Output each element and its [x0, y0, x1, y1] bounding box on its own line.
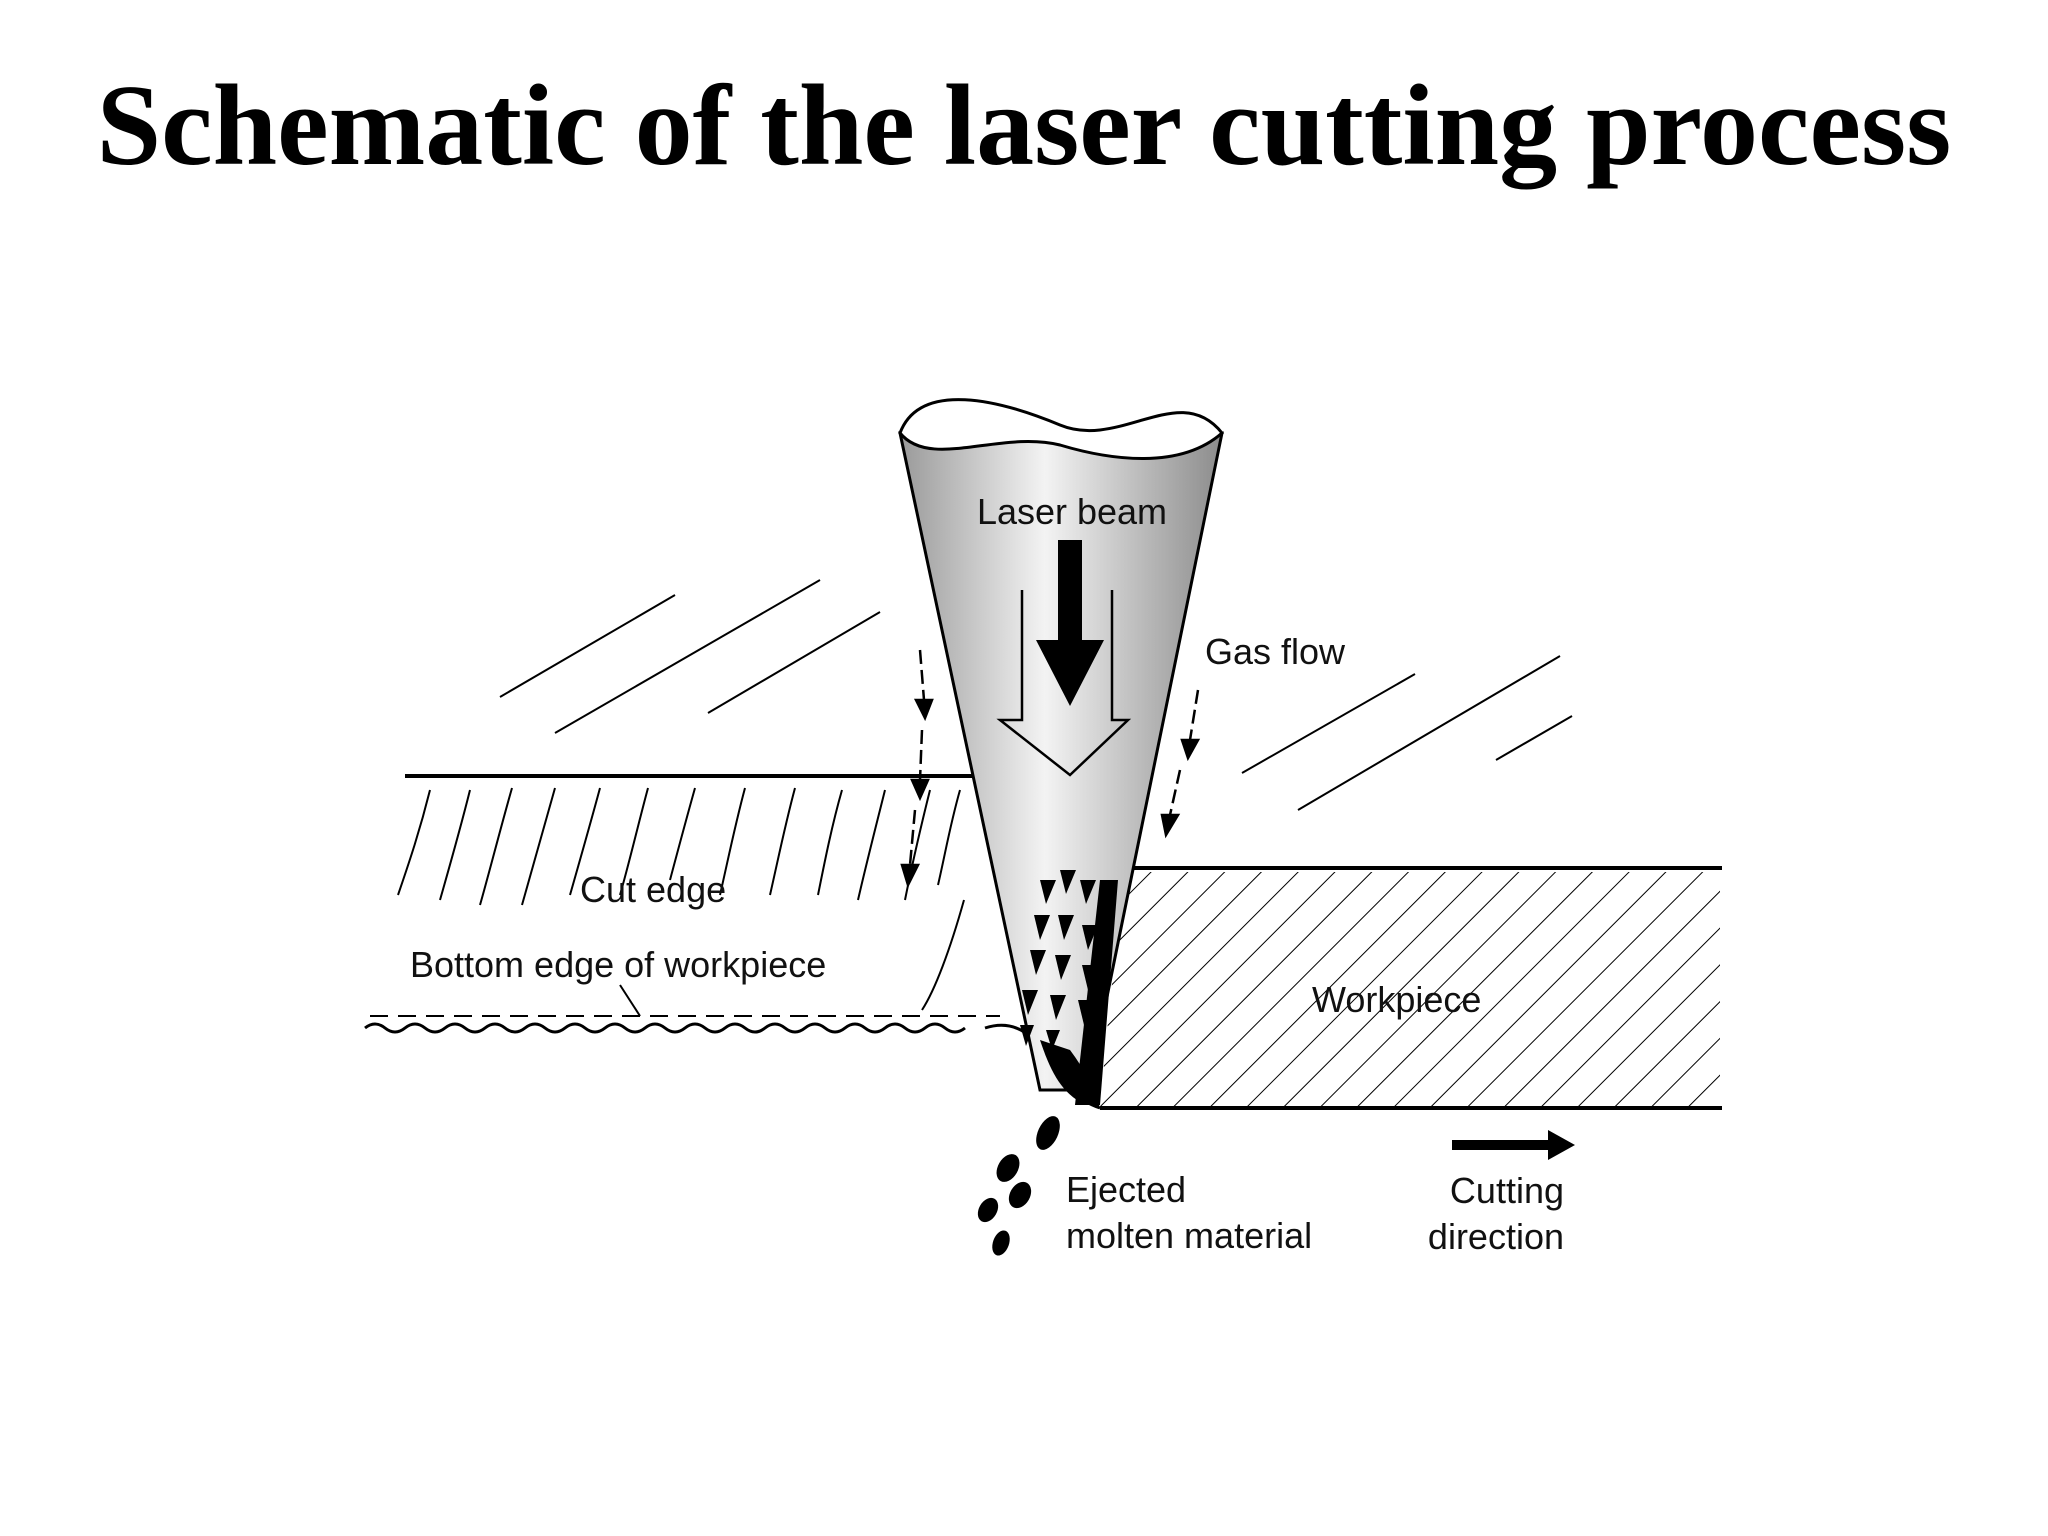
laser-beam-arrow	[1036, 540, 1104, 706]
label-bottom-edge: Bottom edge of workpiece	[410, 944, 826, 985]
label-cut-edge: Cut edge	[580, 869, 726, 910]
molten-front	[1040, 880, 1118, 1108]
laser-beam-cone	[898, 398, 1225, 1092]
label-cutting-line1: Cutting	[1450, 1170, 1564, 1211]
bottom-edge-of-workpiece	[364, 984, 1101, 1110]
label-laser-beam: Laser beam	[977, 491, 1167, 532]
label-ejected-line1: Ejected	[1066, 1169, 1186, 1210]
workpiece-block	[1100, 866, 1722, 1110]
cut-edge-surface	[397, 774, 1126, 1011]
slide-title: Schematic of the laser cutting process	[96, 62, 1952, 190]
label-gas-flow: Gas flow	[1205, 631, 1346, 672]
gas-flow-arrows	[900, 649, 1201, 889]
label-workpiece: Workpiece	[1312, 979, 1481, 1020]
gas-flow-lines-right	[1241, 655, 1573, 811]
kerf-gas-arrows	[1020, 870, 1112, 1050]
cutting-direction-arrow	[1452, 1130, 1575, 1160]
gas-flow-lines-left	[499, 579, 881, 734]
laser-beam-outline-arrow	[996, 590, 1132, 777]
label-ejected-line2: molten material	[1066, 1215, 1312, 1256]
label-cutting-line2: direction	[1428, 1216, 1564, 1257]
ejected-droplets	[977, 1116, 1060, 1256]
